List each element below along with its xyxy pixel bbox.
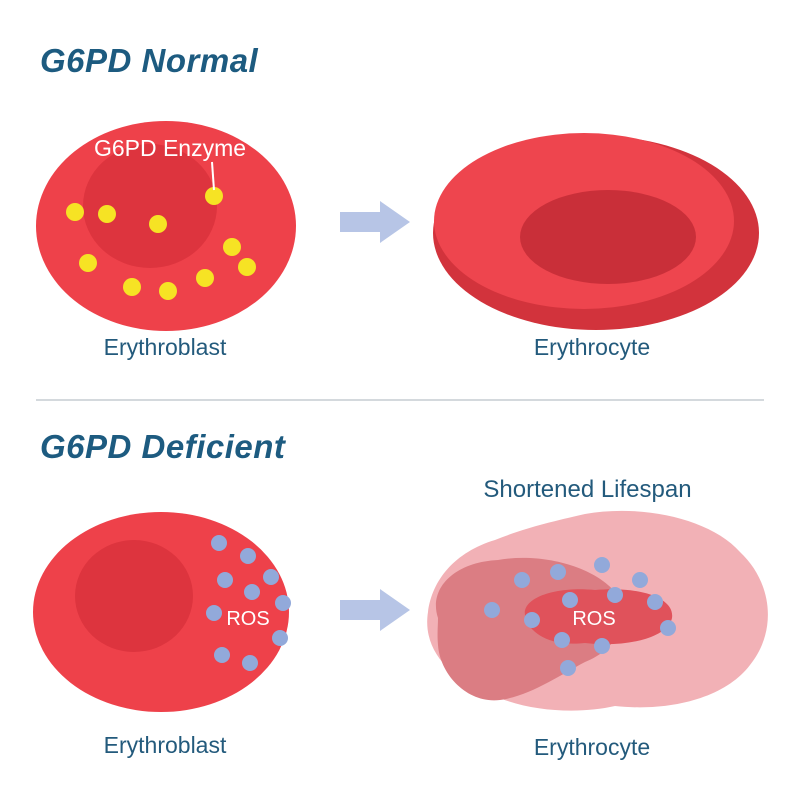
enzyme-dot xyxy=(205,187,223,205)
erythrocyte-deficient-illustration: ROS xyxy=(427,510,768,711)
ros-dot xyxy=(242,655,258,671)
section-divider xyxy=(36,399,764,401)
erythrocyte-label-deficient: Erythrocyte xyxy=(533,734,651,760)
deformed-cell-inner xyxy=(524,589,673,645)
erythrocyte-center-depression xyxy=(520,190,696,284)
enzyme-dots xyxy=(66,187,256,300)
section-title-deficient: G6PD Deficient xyxy=(40,428,286,465)
shortened-lifespan-label: Shortened Lifespan xyxy=(483,476,692,503)
enzyme-dot xyxy=(79,254,97,272)
ros-dot xyxy=(272,630,288,646)
ros-dot xyxy=(647,594,663,610)
ros-dot xyxy=(211,535,227,551)
ros-dot xyxy=(514,572,530,588)
arrow-right-icon xyxy=(340,589,410,631)
ros-dot xyxy=(275,595,291,611)
erythroblast-deficient-illustration: ROS xyxy=(33,512,291,712)
arrow-right-icon xyxy=(340,201,410,243)
enzyme-dot xyxy=(149,215,167,233)
enzyme-dot xyxy=(123,278,141,296)
ros-dot xyxy=(607,587,623,603)
ros-label-left: ROS xyxy=(226,608,269,630)
section-title-normal: G6PD Normal xyxy=(40,42,259,79)
ros-dots-right xyxy=(484,557,676,676)
erythrocyte-normal-illustration xyxy=(433,133,759,330)
ros-dot xyxy=(206,605,222,621)
arrow-shape xyxy=(340,589,410,631)
erythrocyte-label-normal: Erythrocyte xyxy=(533,334,651,360)
ros-dot xyxy=(594,638,610,654)
erythroblast-nucleus xyxy=(83,144,217,268)
ros-dot xyxy=(562,592,578,608)
ros-dot xyxy=(660,620,676,636)
enzyme-dot xyxy=(238,258,256,276)
ros-dot xyxy=(244,584,260,600)
ros-dot xyxy=(484,602,500,618)
ros-dots-left xyxy=(206,535,291,671)
ros-dot xyxy=(550,564,566,580)
ros-dot xyxy=(240,548,256,564)
arrow-shape xyxy=(340,201,410,243)
erythroblast-normal-illustration: G6PD Enzyme xyxy=(36,121,296,331)
erythroblast-nucleus xyxy=(75,540,193,652)
enzyme-label: G6PD Enzyme xyxy=(94,135,246,161)
ros-dot xyxy=(214,647,230,663)
ros-dot xyxy=(524,612,540,628)
erythroblast-label-deficient: Erythroblast xyxy=(103,732,227,758)
enzyme-dot xyxy=(223,238,241,256)
enzyme-dot xyxy=(66,203,84,221)
enzyme-dot xyxy=(196,269,214,287)
enzyme-pointer-line xyxy=(211,161,215,191)
ros-dot xyxy=(263,569,279,585)
ros-dot xyxy=(594,557,610,573)
ros-dot xyxy=(632,572,648,588)
ros-dot xyxy=(560,660,576,676)
ros-dot xyxy=(217,572,233,588)
enzyme-dot xyxy=(159,282,177,300)
ros-label-right: ROS xyxy=(572,608,615,630)
enzyme-dot xyxy=(98,205,116,223)
ros-dot xyxy=(554,632,570,648)
erythroblast-label-normal: Erythroblast xyxy=(103,334,227,360)
